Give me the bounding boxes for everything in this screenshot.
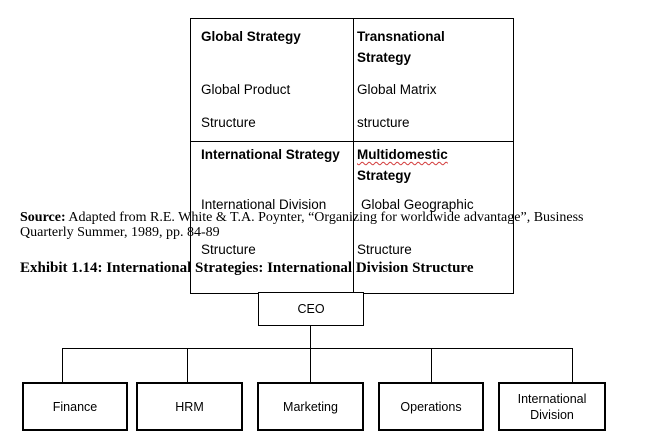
finance-box: Finance [22, 382, 128, 431]
international-structure-line1: International Division [201, 197, 327, 212]
source-citation-line1: Source: Adapted from R.E. White & T.A. P… [20, 210, 583, 226]
source-label: Source: [20, 210, 66, 225]
global-strategy-title: Global Strategy [201, 29, 301, 44]
hrm-box: HRM [136, 382, 243, 431]
transnational-structure-line1: Global Matrix [357, 82, 437, 97]
global-strategy-structure-line1: Global Product [201, 82, 291, 97]
transnational-strategy-title-line2: Strategy [357, 50, 412, 65]
department-bus-line [62, 348, 573, 349]
ceo-connector [310, 326, 311, 349]
transnational-strategy-title-line1: Transnational [357, 29, 445, 44]
international-division-label-line2: Division [530, 407, 574, 422]
source-text: Adapted from R.E. White & T.A. Poynter, … [65, 210, 584, 225]
multidomestic-strategy-title-line2: Strategy [357, 168, 412, 183]
marketing-connector [310, 348, 311, 382]
matrix-horizontal-divider [190, 141, 514, 142]
marketing-box: Marketing [257, 382, 364, 431]
operations-box: Operations [378, 382, 484, 431]
operations-connector [431, 348, 432, 382]
hrm-connector [187, 348, 188, 382]
ceo-box: CEO [258, 292, 364, 326]
multidomestic-structure-line1: Global Geographic [361, 197, 474, 212]
international-structure-line2: Structure [201, 242, 256, 257]
international-strategy-title: International Strategy [201, 147, 340, 162]
source-citation-line2: Quarterly Summer, 1989, pp. 84-89 [20, 225, 220, 240]
global-strategy-structure-line2: Structure [201, 115, 256, 130]
exhibit-title: Exhibit 1.14: International Strategies: … [20, 260, 474, 276]
ceo-label: CEO [297, 302, 325, 316]
multidomestic-strategy-title-line1: Multidomestic [357, 147, 448, 162]
marketing-label: Marketing [283, 399, 338, 414]
matrix-vertical-divider [353, 18, 354, 294]
hrm-label: HRM [175, 399, 204, 414]
international-division-label-line1: International [517, 391, 587, 406]
finance-connector [62, 348, 63, 382]
transnational-structure-line2: structure [357, 115, 410, 130]
finance-label: Finance [52, 399, 98, 414]
international-division-box: International Division [498, 382, 606, 431]
multidomestic-structure-line2: Structure [357, 242, 412, 257]
operations-label: Operations [400, 399, 462, 414]
international-division-connector [572, 348, 573, 382]
